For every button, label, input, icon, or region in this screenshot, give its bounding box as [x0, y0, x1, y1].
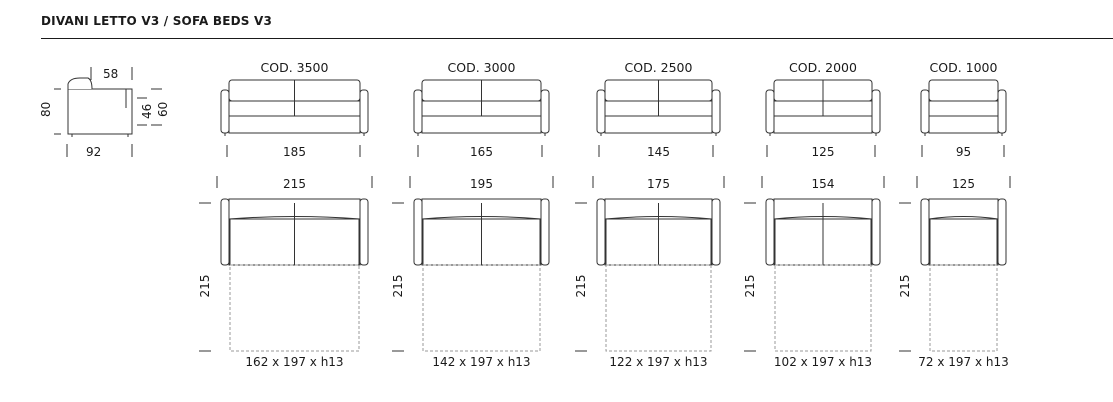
front-right-arm	[871, 89, 881, 134]
mattress-outline	[605, 264, 712, 352]
open-depth-label: 215	[743, 275, 757, 298]
top-seat	[929, 218, 998, 266]
mattress-size-label: 162 x 197 x h13	[245, 355, 343, 369]
total-width-label: 125	[952, 177, 975, 191]
model-2	[392, 79, 554, 352]
top-backrest-line	[928, 216, 999, 220]
top-left-arm	[920, 198, 930, 266]
model-code-label: COD. 2000	[789, 60, 857, 75]
top-left-arm	[596, 198, 606, 266]
model-1	[199, 79, 373, 352]
side-view	[54, 67, 162, 157]
front-left-arm	[920, 89, 930, 134]
top-left-arm	[413, 198, 423, 266]
title-divider	[41, 38, 1113, 39]
mattress-outline	[422, 264, 541, 352]
total-width-label: 175	[647, 177, 670, 191]
front-right-arm	[359, 89, 369, 134]
model-5	[899, 79, 1011, 352]
front-left-arm	[596, 89, 606, 134]
mattress-size-label: 142 x 197 x h13	[432, 355, 530, 369]
models-layer: COD. 3500 185 215 215 162 x 197 x h13 COD. 30…	[198, 60, 1011, 369]
page-title: DIVANI LETTO V3 / SOFA BEDS V3	[41, 14, 273, 28]
top-right-arm	[359, 198, 369, 266]
top-right-arm	[871, 198, 881, 266]
model-code-label: COD. 3500	[261, 60, 329, 75]
side-view-body	[67, 88, 133, 135]
front-right-arm	[711, 89, 721, 134]
top-left-arm	[765, 198, 775, 266]
mattress-size-label: 72 x 197 x h13	[918, 355, 1009, 369]
model-code-label: COD. 1000	[930, 60, 998, 75]
open-depth-label: 215	[574, 275, 588, 298]
side-depth-label: 58	[103, 67, 118, 81]
seat-width-label: 145	[647, 145, 670, 159]
front-base	[928, 115, 999, 134]
side-height-label: 80	[39, 102, 53, 117]
front-right-arm	[997, 89, 1007, 134]
total-width-label: 195	[470, 177, 493, 191]
side-seat-height-label: 60	[156, 102, 170, 117]
mattress-outline	[229, 264, 360, 352]
top-right-arm	[997, 198, 1007, 266]
seat-width-label: 185	[283, 145, 306, 159]
seat-width-label: 165	[470, 145, 493, 159]
model-3	[575, 79, 725, 352]
top-left-arm	[220, 198, 230, 266]
open-depth-label: 215	[898, 275, 912, 298]
mattress-outline	[929, 264, 998, 352]
model-code-label: COD. 3000	[448, 60, 516, 75]
front-base	[421, 115, 542, 134]
open-depth-label: 215	[198, 275, 212, 298]
front-left-arm	[220, 89, 230, 134]
side-view-backrest	[67, 77, 93, 90]
open-depth-label: 215	[391, 275, 405, 298]
top-frame	[928, 198, 999, 266]
top-right-arm	[540, 198, 550, 266]
model-code-label: COD. 2500	[625, 60, 693, 75]
total-width-label: 154	[812, 177, 835, 191]
front-right-arm	[540, 89, 550, 134]
mattress-size-label: 102 x 197 x h13	[774, 355, 872, 369]
total-width-label: 215	[283, 177, 306, 191]
front-base	[773, 115, 873, 134]
front-base	[604, 115, 713, 134]
side-total-depth-label: 92	[86, 145, 101, 159]
seat-width-label: 95	[956, 145, 971, 159]
top-right-arm	[711, 198, 721, 266]
front-backrest	[928, 79, 999, 102]
model-4	[744, 79, 885, 352]
front-base	[228, 115, 361, 134]
front-seat	[928, 100, 999, 117]
front-left-arm	[765, 89, 775, 134]
seat-width-label: 125	[812, 145, 835, 159]
front-left-arm	[413, 89, 423, 134]
mattress-size-label: 122 x 197 x h13	[609, 355, 707, 369]
mattress-outline	[774, 264, 872, 352]
side-arm-height-label: 46	[140, 104, 154, 119]
